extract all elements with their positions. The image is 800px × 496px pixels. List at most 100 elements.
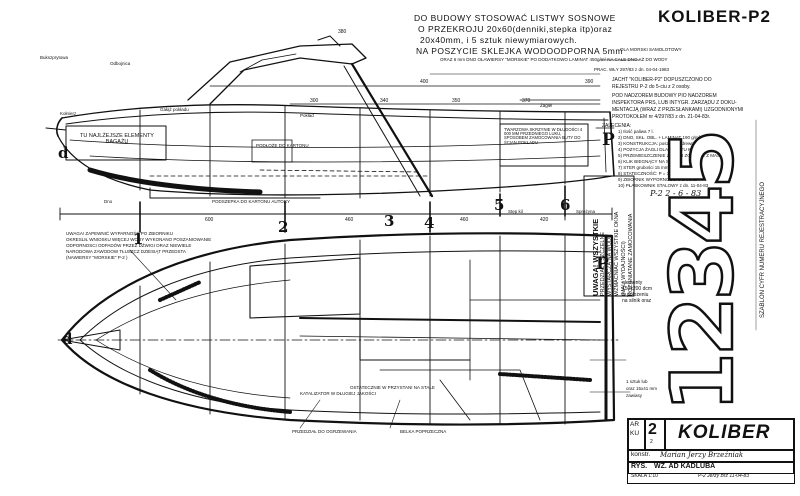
tb-ark-cell — [628, 419, 646, 451]
tag-fender: Odbojnica — [110, 61, 131, 66]
station-5: 5 — [494, 196, 505, 214]
label-keel-note: PODSZEPKA DO KARTONU AUTORY — [212, 199, 290, 204]
header-note-line-2: O PRZEKROJU 20x60(denniki,stepka itp)ora… — [418, 24, 613, 34]
dim-bottom-3: 460 — [460, 217, 469, 223]
tb-ark-label: AR — [630, 421, 640, 428]
dim-bottom-4: 420 — [540, 217, 549, 223]
bottom-note-2: OSTATECZNIE W PRZYSTANI NA STAŁE — [350, 385, 435, 390]
right-note-5: MENTACJĄ (WRAZ Z PRZESŁANKAMI) UZGODNION… — [612, 107, 744, 113]
tag-collar: Kołnierz — [60, 111, 77, 116]
station-6: 6 — [560, 196, 571, 214]
spec-item-7: 7) STER grubości 15 mm — [618, 165, 669, 170]
dim-top-4: 350 — [452, 98, 461, 104]
hull-note-2: OKRESLIŁ WNIOSKU WIĘCEJ WODY WYKONANO PO… — [66, 237, 212, 242]
tb-sign-line: P-2 Jerzy Brz 11-04-83 — [698, 473, 750, 479]
right-note-6: PROTOKOŁEM nr 4/297/83 z dn. 21-04-83r. — [612, 114, 711, 120]
spec-item-10: 10) PŁASKOWNIK STALOWY z dn. 11-04-83 — [618, 183, 709, 188]
caution-stamp-frame — [583, 175, 635, 297]
station-P: P — [602, 130, 615, 150]
hull-note-5: (NAWIERSY "MORSKIE" P-2 ) — [66, 255, 128, 260]
label-stiffener: TWARZOWA SKRZYNIE W DŁUGOŚCI 4 000 MM PR… — [504, 127, 583, 145]
bottom-note-1: PRZEDZIAŁ DO OGRZEWANIA — [292, 429, 357, 434]
tb-constructor-name: Marian Jerzy Brzeźniak — [660, 451, 744, 459]
tb-drawn-cell — [628, 461, 794, 474]
stern-tag-2: oraz 15x41 mm — [626, 386, 658, 391]
station-3: 3 — [384, 212, 395, 230]
header-note-line-1: DO BUDOWY STOSOWAĆ LISTWY SOSNOWE — [414, 13, 616, 23]
spec-item-3: 3) KONSTRUKCJA: poszycie z drewna dn. 4 … — [618, 141, 713, 146]
tb-name-cell — [664, 419, 794, 451]
signature: P-2 2 - 6 - 83 — [650, 189, 702, 198]
spec-item-9: 9) ZBIORNIK WYPORNOŚCI z drewna — [618, 177, 697, 182]
stern-tag-3: zawiasy — [626, 393, 643, 398]
side-note: elementy 150x200 dcm w położeniu na siln… — [622, 280, 653, 304]
stamp-line-6: ROZGNIATANE ZAMOCOWANIA — [628, 213, 634, 296]
stamp-line-3: WYSTARCZĄ NA WODĘ — [607, 234, 613, 296]
station-2: 2 — [278, 218, 289, 236]
tag-deck-branch: Gałąź pokładu — [160, 107, 189, 112]
tb-drawn-label: RYS. — [631, 463, 648, 470]
drawing-title: KOLIBER-P2 — [658, 7, 771, 26]
tag-bowsprit: Bukszprytowa — [40, 55, 69, 60]
hull-note-4: NARODOWA ZAWODOW TŁUSZCZ DZIESIĄT PRZEDS… — [66, 249, 186, 254]
spec-item-4: 4) POZYCJA ŻAGLI DLA JACHTU KL. P 2 — [618, 147, 703, 152]
header-note-tail: OLA MORSKI SAMOLOTOWY — [620, 47, 682, 52]
label-baggage: TU NAJLŻEJSZE ELEMENTY BAGAŻU — [80, 133, 154, 145]
stamp-line-4: WZMACNIAĆ WSZYSTKIE OKNA — [614, 211, 620, 296]
header-note-line-3: 20x40mm, i 5 sztuk niewymiarowych. — [420, 35, 578, 45]
dim-top-1: 380 — [338, 29, 347, 35]
tb-constructor-label: konstr. — [631, 451, 651, 458]
tag-spring: Sprężyna — [576, 209, 596, 214]
approval-line: PRAC. WŁY 297/83 z dn. 04-04-1983 — [594, 67, 669, 72]
right-note-4: INSPEKTORA PRS, LUB INTYGR. ZARZĄDU Z DO… — [612, 100, 737, 106]
label-mast: PODŁOŻE DO KARTONU — [256, 143, 309, 148]
tag-deck: Pokład — [300, 113, 314, 118]
tb-sheet-no: 2 — [648, 421, 657, 438]
title-block: AR KU 2 2 KOLIBER konstr. Marian Jerzy B… — [627, 418, 795, 484]
spec-item-1: 1) Ilość paliwa 7 l. — [618, 129, 654, 134]
stern-tag-1: 1 sztuk lub — [626, 379, 648, 384]
station-1: 1 — [133, 230, 144, 248]
plan-tag-d: d — [62, 330, 73, 348]
laminate-note: ORAZ 6 mm DNO OŁAWIERSY "MORSKIE" PO DOD… — [440, 57, 668, 62]
tb-boat-name: KOLIBER — [678, 422, 771, 443]
dim-bottom-2: 460 — [345, 217, 354, 223]
tb-scale: SKALA 1:10 — [631, 473, 658, 479]
tag-sail: Żagiel — [540, 103, 553, 108]
side-view-profile — [45, 35, 615, 233]
dim-misc-2: 390 — [585, 79, 594, 85]
dim-top-2: 300 — [310, 98, 319, 104]
registration-number-stencil: 12345 — [652, 132, 755, 414]
spec-item-5: 5) PRZEMIESZCZENIE ZAŁOGI ZGODNIE Z MASĄ — [618, 153, 724, 158]
right-note-1: JACHT "KOLIBER-P2" DOPUSZCZONO DO — [612, 77, 712, 83]
dim-bottom-1: 600 — [205, 217, 214, 223]
stencil-caption: SZABLON CYFR NUMERU REJESTRACYJNEGO — [760, 181, 766, 318]
station-4: 4 — [424, 214, 435, 232]
right-note-3: POD NADZOREM BUDOWY PIO NADZOREM — [612, 93, 717, 99]
tb-constructor-cell — [628, 449, 794, 463]
spec-item-8: 8) STATECZNOŚĆ: P = 300 kG — [618, 171, 682, 176]
tag-bottom: Dno — [104, 199, 113, 204]
stamp-line-2: PRZEDZIAŁY SZCZELNE — [600, 231, 606, 296]
tb-of: 2 — [650, 439, 653, 445]
dim-misc-1: 400 — [420, 79, 429, 85]
bottom-note-3: KATALIZATOR W DŁUGIEJ JAKOŚCI — [300, 391, 376, 396]
spec-item-6: 6) KLIK BIEGNĄCY NA STOPE — [618, 159, 682, 164]
bottom-note-4: BELKA POPRZECZNA — [400, 429, 447, 434]
right-note-2: REJESTRU P-2 do 5-ciu z 2 osoby. — [612, 84, 691, 90]
tb-drawn-name: WZ. AD KADLUBA — [654, 463, 716, 470]
spec-item-2: 2) DNO, SKŁ. OBL. + LAMINAT 190 g/m² — [618, 135, 701, 140]
stamp-line-5: (MALI WYDAJNOŚCI) — [621, 241, 627, 296]
plan-tag-P: P — [596, 254, 609, 274]
dim-top-5: 370 — [522, 98, 531, 104]
dim-top-3: 340 — [380, 98, 389, 104]
plan-view-hull — [57, 232, 631, 429]
tb-ku-label: KU — [630, 430, 640, 437]
spec-heading: ZALECENIA: — [602, 123, 632, 129]
hull-note-1: UWAGA! ZAPEWNIĆ WYPARNOŚĆ PO ZBIORNIKU — [66, 231, 174, 236]
station-d: d — [58, 144, 69, 162]
stamp-line-1: UWAGA! WSZYSTKIE — [591, 218, 600, 296]
hull-note-3: ODPORNOSCI ODPADÓW PRZEŻ DŹWIGI ORAZ NIE… — [66, 243, 192, 248]
